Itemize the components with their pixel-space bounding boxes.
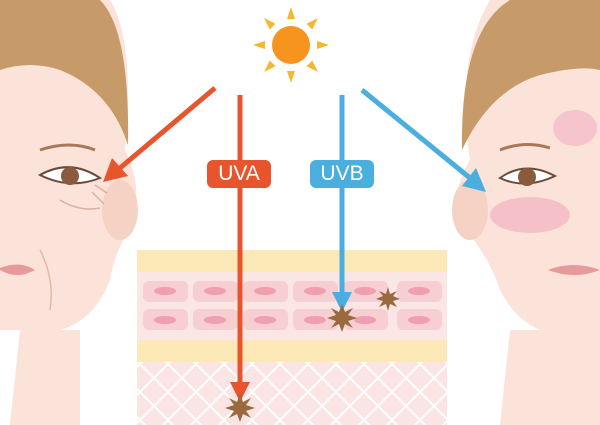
damage-star-dermis: [225, 394, 255, 422]
uva-skin-arrow: [230, 95, 250, 402]
uva-label: UVA: [207, 160, 271, 188]
damage-star-epidermis-2: [376, 287, 400, 311]
uvb-skin-arrow: [332, 95, 352, 312]
skin-cross-section: [137, 250, 447, 425]
left-face-aged: [0, 0, 138, 425]
right-face-sunburn: [452, 0, 600, 425]
damage-star-epidermis: [327, 304, 357, 332]
uvb-face-arrow: [360, 88, 486, 192]
uva-face-arrow: [103, 86, 217, 182]
uvb-label: UVB: [310, 160, 374, 188]
sun-icon: [253, 7, 329, 83]
